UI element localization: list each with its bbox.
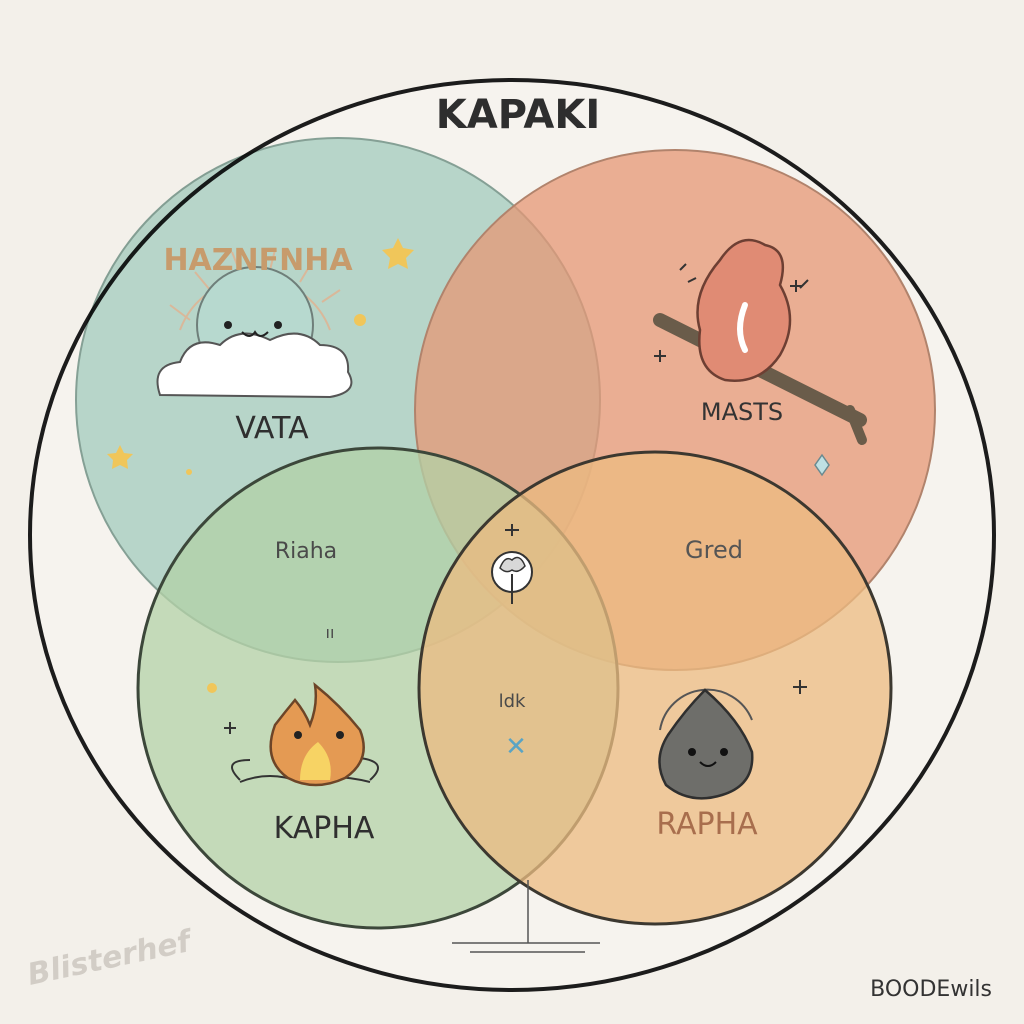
grey-drop-icon bbox=[658, 688, 754, 800]
star-icon bbox=[382, 238, 414, 269]
kapha-label: KAPHA bbox=[274, 811, 375, 846]
sparkle-icon bbox=[224, 722, 236, 734]
sparkle-icon bbox=[793, 680, 807, 694]
center-x-mark: ✕ bbox=[505, 732, 527, 762]
diamond-icon bbox=[814, 453, 830, 477]
circle-rapha bbox=[417, 450, 893, 926]
meat-skewer-icon bbox=[653, 238, 867, 445]
overlap-left-small-mark: ıı bbox=[326, 623, 335, 642]
vata-heading: HAZNFNHA bbox=[163, 243, 353, 278]
sparkle-icon bbox=[654, 350, 666, 362]
masts-label: MASTS bbox=[701, 398, 783, 426]
rapha-label: RAPHA bbox=[656, 807, 758, 842]
flame-icon bbox=[231, 682, 379, 787]
sparkle-icon bbox=[790, 280, 802, 292]
overlap-right-label: Gred bbox=[685, 536, 743, 564]
base-stand bbox=[452, 880, 600, 953]
vata-cloud-icon bbox=[156, 249, 353, 399]
center-mushroom-icon bbox=[491, 524, 533, 604]
decorative-sparkles bbox=[224, 280, 807, 734]
signature-text: BOODEwils bbox=[870, 977, 992, 1002]
diagram-title: KAPAKI bbox=[436, 92, 600, 138]
vata-label: VATA bbox=[235, 411, 309, 446]
watermark-text: Blisterhef bbox=[24, 923, 197, 992]
decorative-stars bbox=[107, 238, 414, 693]
star-icon bbox=[107, 445, 133, 469]
overlap-left-label: Riaha bbox=[275, 539, 337, 564]
overlap-bottom-label: ldk bbox=[499, 691, 526, 712]
